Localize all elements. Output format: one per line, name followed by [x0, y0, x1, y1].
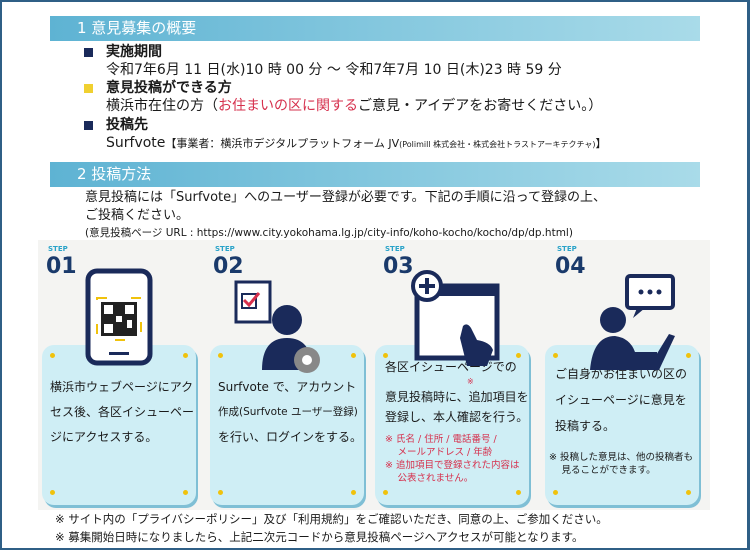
step-2-card: Surfvote で、アカウント作成(Surfvote ユーザー登録)を行い、ロ…: [210, 345, 364, 505]
step-3-notes: ※ 氏名 / 住所 / 電話番号 / メールアドレス / 年齢※ 追加項目で登録…: [385, 434, 520, 484]
footnote-privacy: ※ サイト内の「プライバシーポリシー」及び「利用規約」をご確認いただき、同意の上…: [55, 512, 608, 526]
account-settings-icon: [234, 280, 320, 373]
step-number: 03: [383, 254, 414, 279]
eligible-pre: 横浜市在住の方（: [106, 98, 218, 114]
bullet-icon: [84, 48, 93, 57]
section-1-header: 1 意見募集の概要: [50, 16, 700, 41]
step-label: STEP: [215, 245, 235, 253]
dest-close: 】: [595, 137, 607, 150]
step-2-text: Surfvote で、アカウント作成(Surfvote ユーザー登録)を行い、ロ…: [218, 380, 363, 444]
period-value: 令和7年6月 11 日(水)10 時 00 分 ～ 令和7年7月 10 日(木)…: [106, 62, 562, 78]
section-2-header: 2 投稿方法: [50, 162, 700, 187]
destination-value: Surfvote【事業者：横浜市デジタルプラットフォーム JV(Polimill…: [106, 135, 607, 153]
bullet-icon: [84, 84, 93, 93]
destination-label: 投稿先: [106, 117, 148, 133]
step-label: STEP: [48, 245, 68, 253]
bullet-icon: [84, 121, 93, 130]
step-number: 01: [46, 254, 77, 279]
step-1-text: 横浜市ウェブページにアクセス後、各区イシューページにアクセスする。: [50, 380, 195, 444]
step-4-notes: ※ 投稿した意見は、他の投稿者も 見ることができます。: [549, 452, 693, 476]
intro-line-1: 意見投稿には「Surfvote」へのユーザー登録が必要です。下記の手順に沿って登…: [85, 190, 606, 205]
step-3-card: 各区イシューページでの ※ 意見投稿時に、追加項目を 登録し、本人確認を行う。 …: [375, 345, 529, 505]
dest-companies: (Polimill 株式会社・株式会社トラストアーキテクチャ): [399, 140, 596, 149]
smartphone-qr-icon: [85, 268, 153, 366]
post-page-url: (意見投稿ページ URL : https://www.city.yokohama…: [85, 227, 573, 239]
step-number: 04: [555, 254, 586, 279]
dest-name: Surfvote: [106, 135, 166, 151]
eligible-post: ご意見・アイデアをお寄せください。）: [358, 98, 603, 114]
eligible-label: 意見投稿ができる方: [106, 80, 232, 96]
step-4-card: ご自身がお住まいの区のイシューページに意見を投稿する。 ※ 投稿した意見は、他の…: [545, 345, 699, 505]
step-label: STEP: [557, 245, 577, 253]
intro-line-2: ご投稿ください。: [85, 208, 190, 223]
step-4-text: ご自身がお住まいの区のイシューページに意見を投稿する。: [555, 367, 688, 433]
step-1-card: 横浜市ウェブページにアクセス後、各区イシューページにアクセスする。: [42, 345, 196, 505]
eligible-value: 横浜市在住の方（お住まいの区に関するご意見・アイデアをお寄せください。）: [106, 98, 602, 115]
person-commenting-icon: [590, 274, 675, 370]
add-item-form-icon: [411, 270, 500, 366]
period-label: 実施期間: [106, 44, 162, 60]
dest-detail: 【事業者：横浜市デジタルプラットフォーム JV: [165, 137, 400, 150]
step-3-mark: ※: [467, 377, 474, 386]
step-label: STEP: [385, 245, 405, 253]
footnote-access: ※ 募集開始日時になりましたら、上記二次元コードから意見投稿ページへアクセスが可…: [55, 530, 584, 544]
eligible-highlight: お住まいの区に関する: [218, 98, 358, 114]
step-number: 02: [213, 254, 244, 279]
